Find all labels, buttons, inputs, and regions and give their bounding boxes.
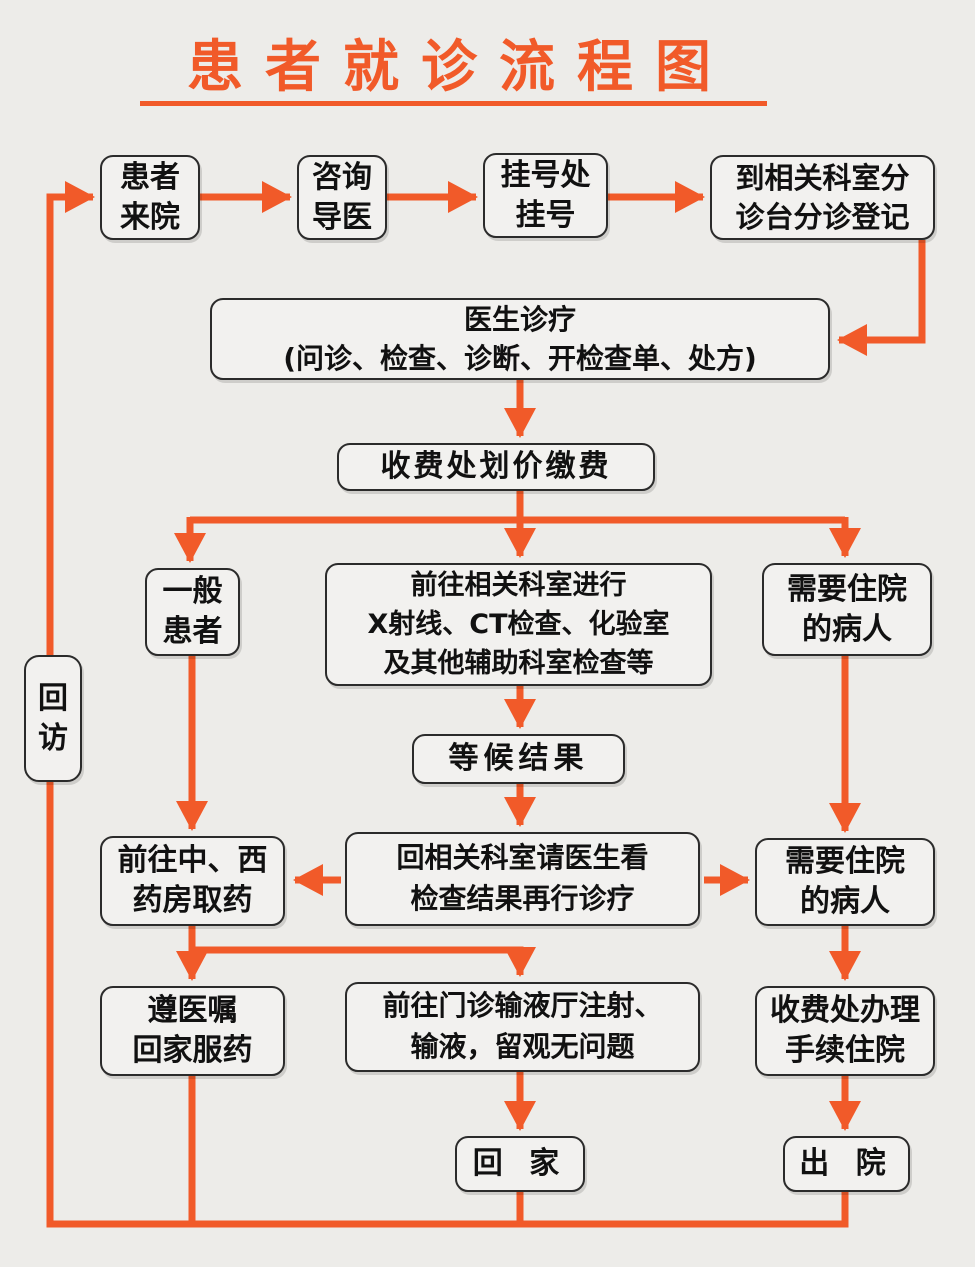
node-doctor-review-results: 回相关科室请医生看 检查结果再行诊疗	[345, 832, 700, 926]
node-infusion-hall: 前往门诊输液厅注射、 输液，留观无问题	[345, 982, 700, 1072]
node-hospitalization-needed-2: 需要住院 的病人	[755, 838, 935, 926]
node-label: 回 家	[472, 1146, 568, 1182]
node-label: 回相关科室请医生看 检查结果再行诊疗	[396, 841, 649, 915]
node-pharmacy-pickup: 前往中、西 药房取药	[100, 836, 285, 926]
node-go-home: 回 家	[455, 1136, 585, 1192]
edge-followup-loop	[46, 181, 849, 1228]
node-label: 前往中、西 药房取药	[117, 843, 268, 918]
node-home-medication: 遵医嘱 回家服药	[100, 986, 285, 1076]
node-doctor-diagnosis: 医生诊疗 (问诊、检查、诊断、开检查单、处方)	[210, 298, 830, 380]
node-label: 需要住院 的病人	[787, 571, 907, 647]
node-label: 前往相关科室进行 X射线、CT检查、化验室 及其他辅助科室检查等	[367, 569, 670, 680]
node-pay-fees: 收费处划价缴费	[337, 443, 655, 491]
node-label: 收费处办理 手续住院	[770, 993, 920, 1068]
node-label: 收费处划价缴费	[380, 449, 612, 485]
node-follow-up-visit: 回 访	[24, 655, 82, 782]
edge-triage-doctor	[837, 240, 926, 356]
node-general-patient: 一般 患者	[145, 568, 240, 656]
node-label: 出 院	[799, 1146, 894, 1182]
node-registration-desk: 挂号处 挂号	[483, 153, 608, 238]
node-label: 挂号处 挂号	[500, 157, 591, 233]
page-title: 患者就诊流程图	[187, 35, 733, 100]
node-label: 患者 来院	[120, 159, 180, 235]
node-discharge: 出 院	[783, 1136, 910, 1192]
node-label: 前往门诊输液厅注射、 输液，留观无问题	[382, 989, 663, 1063]
node-label: 咨询 导医	[312, 159, 372, 235]
node-label: 一般 患者	[162, 574, 223, 649]
edge-pharmacy-infusion	[192, 946, 536, 977]
node-consult-guide: 咨询 导医	[297, 155, 387, 240]
node-label: 到相关科室分 诊台分诊登记	[735, 161, 910, 234]
node-label: 医生诊疗 (问诊、检查、诊断、开检查单、处方)	[283, 302, 757, 375]
node-label: 等候结果	[448, 741, 589, 777]
node-label: 回 访	[38, 680, 68, 756]
node-hospitalization-needed-1: 需要住院 的病人	[762, 563, 932, 656]
node-wait-for-results: 等候结果	[412, 734, 625, 784]
node-triage-registration: 到相关科室分 诊台分诊登记	[710, 155, 935, 240]
node-auxiliary-tests: 前往相关科室进行 X射线、CT检查、化验室 及其他辅助科室检查等	[325, 563, 712, 686]
node-admission-procedures: 收费处办理 手续住院	[755, 986, 935, 1076]
node-patient-arrives: 患者 来院	[100, 155, 200, 240]
title-underline	[140, 101, 767, 106]
node-label: 遵医嘱 回家服药	[132, 993, 253, 1068]
node-label: 需要住院 的病人	[785, 844, 905, 919]
